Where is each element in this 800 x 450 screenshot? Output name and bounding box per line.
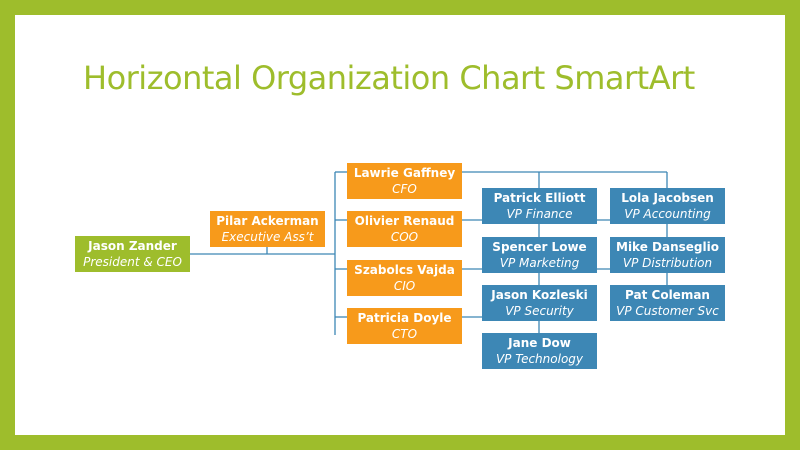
org-node-vp: Lola Jacobsen VP Accounting — [610, 188, 725, 224]
node-role: CTO — [391, 327, 418, 341]
org-node-vp: Patrick Elliott VP Finance — [482, 188, 597, 224]
node-role: CIO — [393, 279, 416, 293]
node-role: VP Customer Svc — [616, 304, 719, 318]
node-name: Lola Jacobsen — [621, 191, 714, 205]
org-node-executive: Lawrie Gaffney CFO — [347, 163, 462, 199]
node-role: VP Security — [505, 304, 574, 318]
node-name: Pilar Ackerman — [216, 214, 319, 228]
node-role: VP Finance — [506, 207, 573, 221]
org-node-assistant: Pilar Ackerman Executive Ass’t — [210, 211, 325, 247]
node-name: Lawrie Gaffney — [353, 166, 456, 180]
node-name: Mike Danseglio — [616, 240, 719, 254]
node-name: Jason Kozleski — [491, 288, 588, 302]
org-node-vp: Pat Coleman VP Customer Svc — [610, 285, 725, 321]
node-name: Szabolcs Vajda — [354, 263, 455, 277]
node-name: Olivier Renaud — [354, 214, 455, 228]
org-node-ceo: Jason Zander President & CEO — [75, 236, 190, 272]
node-role: VP Accounting — [624, 207, 711, 221]
org-node-vp: Spencer Lowe VP Marketing — [482, 237, 597, 273]
node-name: Spencer Lowe — [492, 240, 587, 254]
slide: Horizontal Organization Chart SmartArt J… — [15, 15, 785, 435]
org-node-vp: Jane Dow VP Technology — [482, 333, 597, 369]
org-node-executive: Olivier Renaud COO — [347, 211, 462, 247]
org-node-vp: Jason Kozleski VP Security — [482, 285, 597, 321]
node-role: CFO — [392, 182, 417, 196]
node-name: Jane Dow — [508, 336, 571, 350]
node-name: Patrick Elliott — [493, 191, 586, 205]
node-role: VP Marketing — [499, 256, 580, 270]
node-role: President & CEO — [83, 255, 182, 269]
slide-title: Horizontal Organization Chart SmartArt — [83, 59, 695, 97]
node-name: Pat Coleman — [625, 288, 710, 302]
node-role: VP Technology — [495, 352, 584, 366]
org-node-executive: Szabolcs Vajda CIO — [347, 260, 462, 296]
node-role: COO — [390, 230, 419, 244]
node-role: Executive Ass’t — [221, 230, 314, 244]
node-name: Patricia Doyle — [357, 311, 452, 325]
org-node-vp: Mike Danseglio VP Distribution — [610, 237, 725, 273]
org-node-executive: Patricia Doyle CTO — [347, 308, 462, 344]
node-name: Jason Zander — [88, 239, 177, 253]
node-role: VP Distribution — [622, 256, 713, 270]
